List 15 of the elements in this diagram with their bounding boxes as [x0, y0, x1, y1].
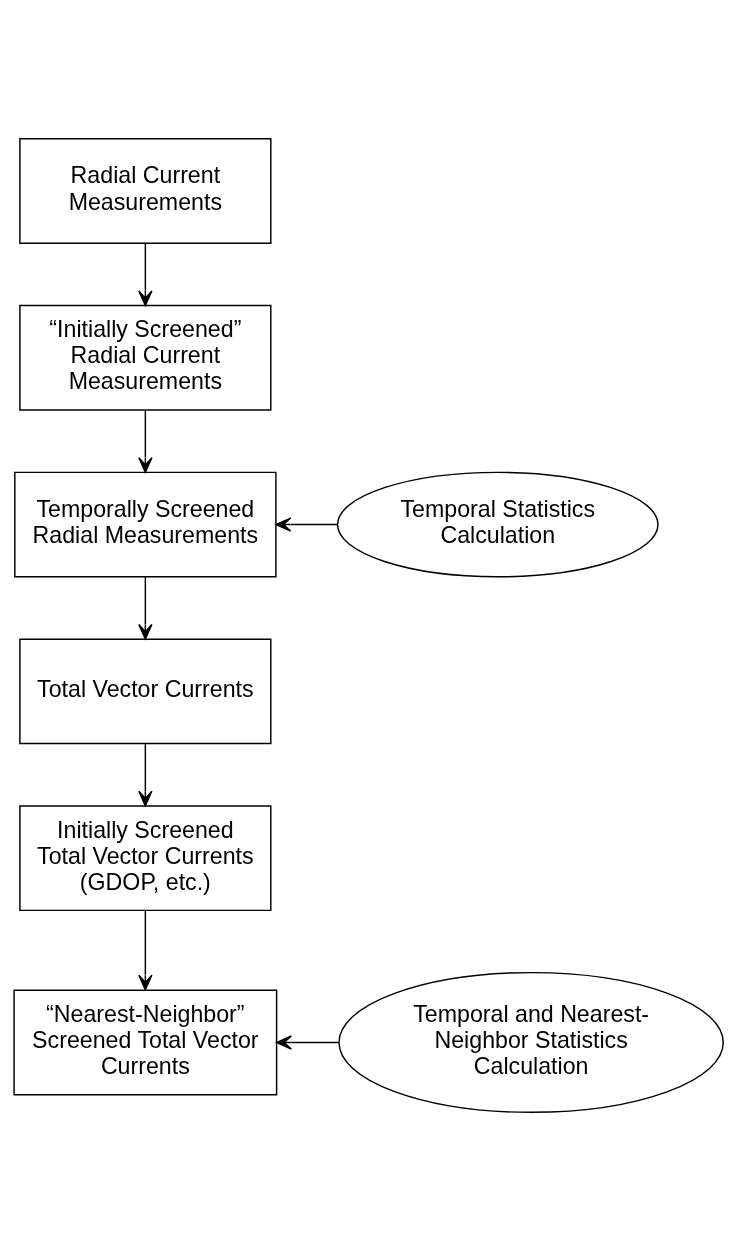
node-ellipse: Temporal Statistics Calculation	[336, 471, 659, 578]
node-box: Initially Screened Total Vector Currents (GDOP, etc.)	[19, 805, 272, 912]
arrow	[138, 743, 153, 807]
node-box: Radial Current Measurements	[19, 138, 272, 244]
arrow	[276, 1035, 340, 1050]
arrow	[138, 909, 153, 991]
node-box: “Nearest-Neighbor” Screened Total Vector Currents	[13, 989, 278, 1096]
arrow	[138, 242, 153, 307]
arrow	[138, 409, 153, 473]
arrow	[275, 517, 338, 532]
node-box: Total Vector Currents	[19, 638, 272, 745]
node-ellipse: Temporal and Nearest-Neighbor Statistics Calculation	[338, 971, 724, 1114]
arrow	[138, 576, 153, 640]
node-box: “Initially Screened” Radial Current Measurements	[19, 304, 272, 411]
node-box: Temporally Screened Radial Measurements	[14, 471, 277, 578]
